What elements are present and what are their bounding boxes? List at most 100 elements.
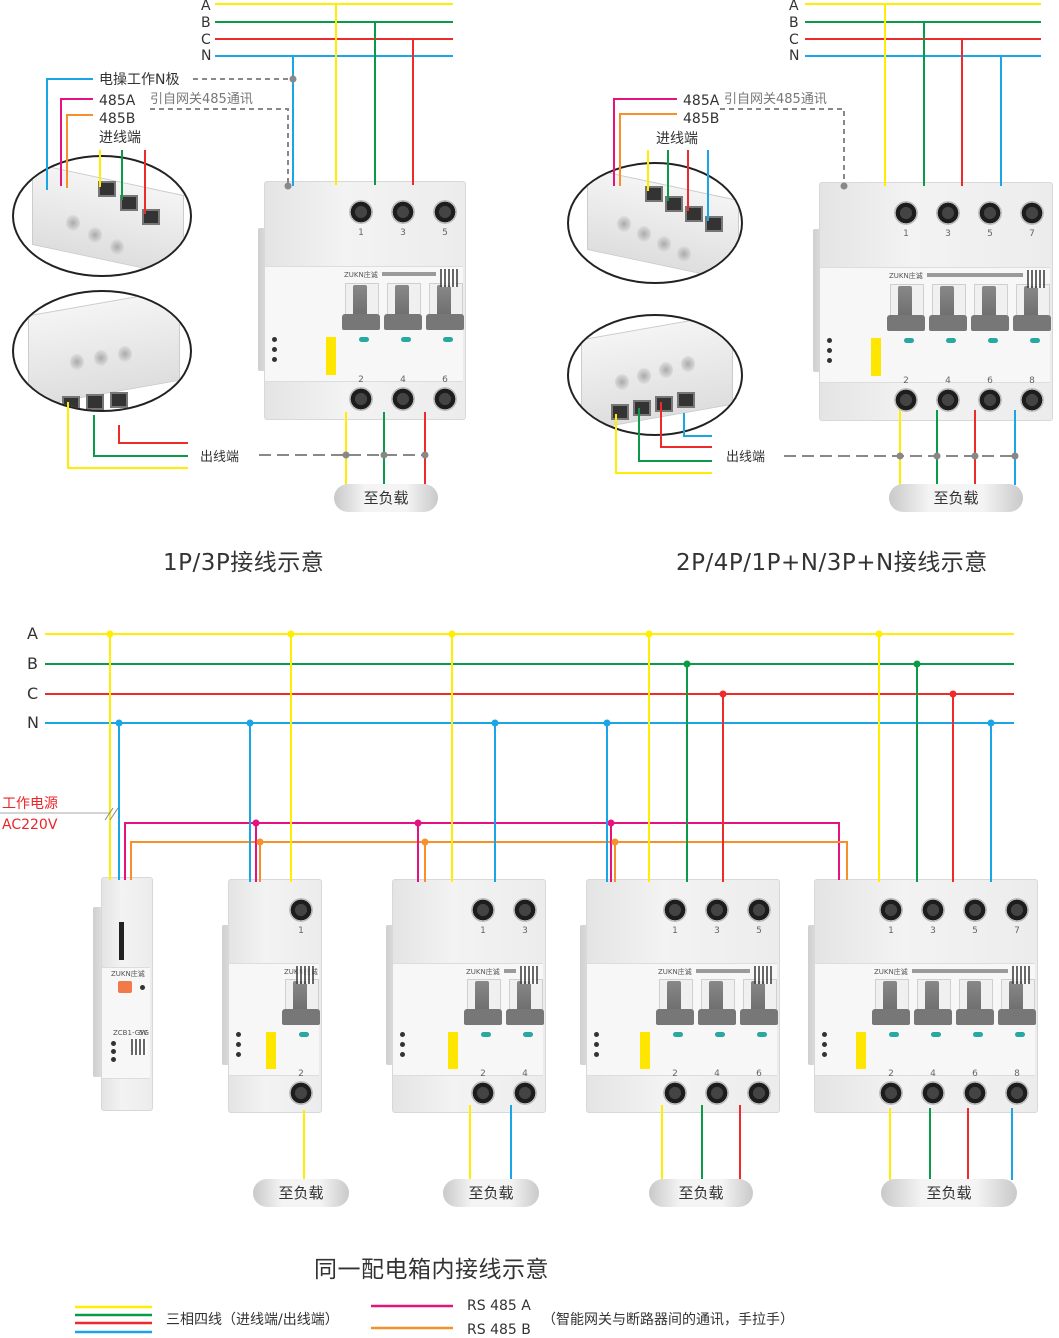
warning-tag	[266, 1032, 276, 1070]
screw-terminal	[513, 897, 537, 922]
screw-terminal	[963, 897, 987, 922]
junction-dot	[913, 660, 921, 668]
indicator-dot	[236, 1032, 241, 1038]
indicator-dot	[272, 347, 277, 353]
screw-terminal	[663, 1080, 687, 1105]
qr-code	[520, 965, 538, 984]
terminal-number: 4	[945, 376, 951, 387]
legend-three-phase: 三相四线（进线端/出线端）	[166, 1312, 339, 1328]
junction-dot	[645, 630, 653, 638]
label-strip	[696, 968, 750, 973]
indicator-dot	[822, 1052, 827, 1058]
switch-handle	[394, 285, 409, 317]
inlet-label: 进线端	[656, 131, 698, 147]
junction-dot	[414, 819, 422, 827]
bus-label-a: A	[789, 0, 799, 14]
handle-toggle	[929, 314, 967, 332]
junction-dot	[603, 719, 611, 727]
bus-label-c: C	[789, 32, 799, 48]
switch-handle	[924, 981, 939, 1012]
bus-label-a: A	[201, 0, 211, 14]
n-pole-label: 电操工作N极	[99, 72, 180, 88]
handle-toggle	[1013, 314, 1051, 332]
screw-terminal	[879, 897, 903, 922]
bus-label-c: C	[27, 684, 39, 703]
terminal-number: 5	[442, 227, 448, 238]
junction-dot	[115, 719, 123, 727]
terminal-number: 2	[888, 1069, 894, 1080]
bus-label-b: B	[27, 654, 38, 673]
status-led	[715, 1032, 725, 1038]
screw-terminal	[1020, 200, 1044, 225]
brand-logo: ZUKN庄诚	[874, 967, 908, 976]
gateway-comm-label: 引自网关485通讯	[724, 92, 827, 107]
terminal-number: 3	[400, 227, 406, 238]
indicator-dot	[400, 1032, 405, 1038]
bus-label-b: B	[201, 15, 211, 31]
screw-terminal	[894, 200, 918, 225]
junction-dot	[987, 719, 995, 727]
switch-handle	[981, 286, 996, 318]
indicator-dot	[594, 1032, 599, 1038]
rs485a-label: 485A	[683, 93, 720, 109]
handle-toggle	[656, 1008, 694, 1026]
status-led	[1030, 338, 1040, 344]
bus-label-n: N	[201, 48, 212, 64]
terminal-number: 8	[1029, 376, 1035, 387]
inlet-closeup	[12, 155, 192, 277]
indicator-dot	[822, 1042, 827, 1048]
junction-dot	[380, 451, 388, 459]
terminal-number: 1	[358, 227, 364, 238]
switch-handle	[939, 286, 954, 318]
status-led	[299, 1032, 309, 1038]
screw-terminal	[936, 388, 960, 413]
outlet-a	[67, 402, 188, 469]
screw-terminal	[894, 388, 918, 413]
screw-terminal	[289, 897, 313, 922]
screw-terminal	[747, 897, 771, 922]
bus-label-b: B	[789, 15, 799, 31]
switch-handle	[966, 981, 981, 1012]
status-led	[931, 1032, 941, 1038]
terminal-number: 2	[298, 1069, 304, 1080]
rs485a-chain	[124, 822, 840, 880]
screw-terminal	[513, 1080, 537, 1105]
gateway-model: ZCB1-GW	[113, 1029, 148, 1037]
screw-terminal	[663, 897, 687, 922]
screw-terminal	[705, 1080, 729, 1105]
junction-dot	[421, 838, 429, 846]
outlet-label: 出线端	[726, 450, 766, 465]
switch-handle	[474, 981, 489, 1012]
label-strip	[912, 968, 1008, 973]
status-led	[481, 1032, 491, 1038]
switch-handle	[882, 981, 897, 1012]
indicator-dot	[236, 1052, 241, 1058]
status-led	[946, 338, 956, 344]
junction-dot	[256, 838, 264, 846]
gateway-comm-leader	[150, 108, 289, 186]
handle-toggle	[956, 1008, 994, 1026]
junction-dot	[607, 819, 615, 827]
indicator-dot	[272, 357, 277, 363]
terminal-number: 3	[945, 228, 951, 239]
brand-logo: ZUKN庄诚	[658, 967, 692, 976]
indicator-dot	[400, 1052, 405, 1058]
status-led	[973, 1032, 983, 1038]
screw-terminal	[391, 199, 415, 224]
rs485b-label: 485B	[683, 111, 720, 127]
smart-gateway: ZUKN庄诚 ZCB1-GW 5G	[93, 877, 153, 1111]
switch-handle	[1008, 981, 1023, 1012]
pair-button[interactable]	[118, 981, 132, 993]
power-label: 工作电源	[2, 796, 58, 812]
screw-terminal	[349, 199, 373, 224]
switch-handle	[292, 981, 307, 1012]
legend-rs485-note: （智能网关与断路器间的通讯，手拉手）	[542, 1312, 794, 1328]
handle-toggle	[740, 1008, 778, 1026]
screw-terminal	[289, 1080, 313, 1105]
junction-dot	[448, 630, 456, 638]
terminal-number: 1	[672, 925, 678, 936]
junction-dot	[289, 75, 297, 83]
indicator-dot	[236, 1042, 241, 1048]
